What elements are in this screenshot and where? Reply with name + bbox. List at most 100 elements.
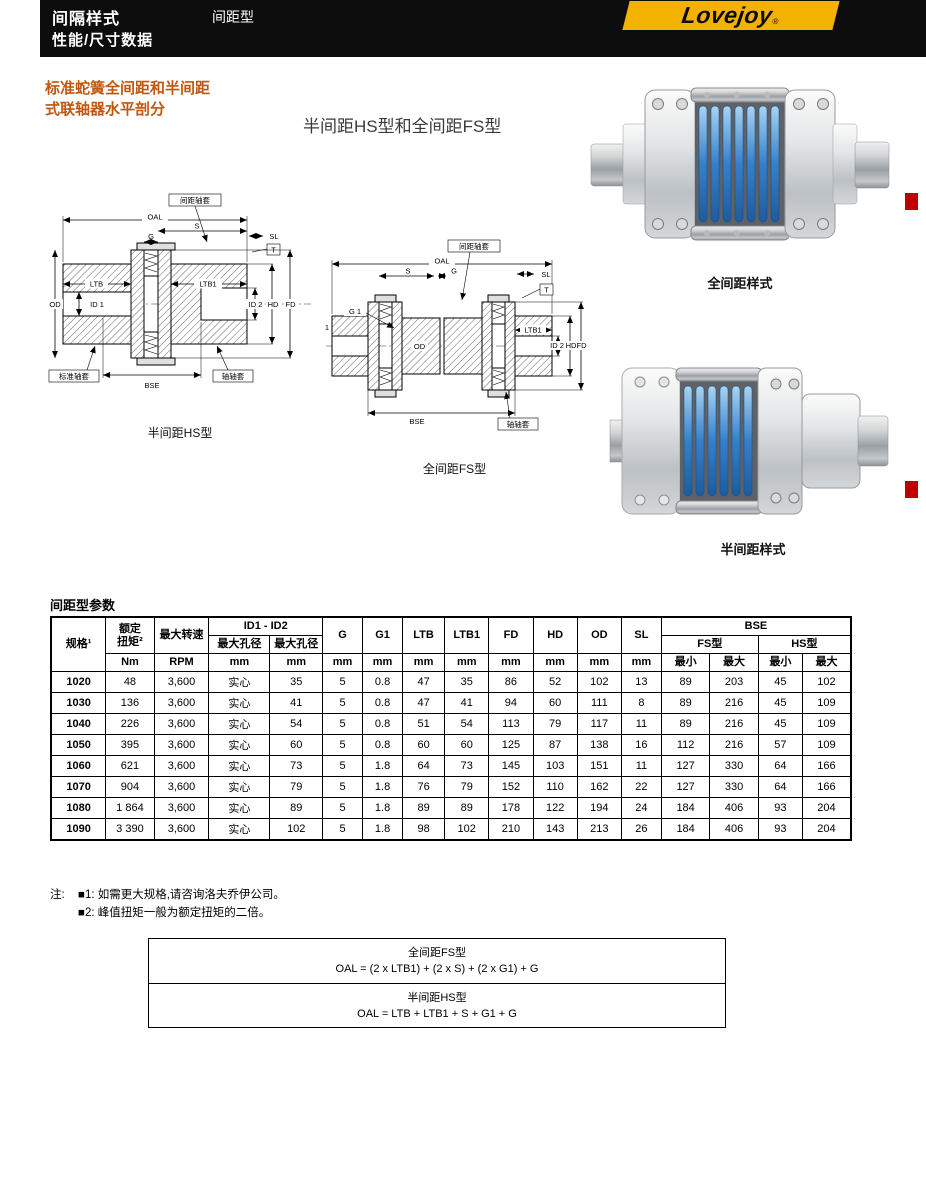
col-header-ltb: LTB: [402, 616, 446, 654]
table-cell: 79: [532, 713, 578, 735]
notes: 注: ■1: 如需更大规格,请咨询洛夫乔伊公司。 ■2: 峰值扭矩一般为额定扭矩…: [50, 886, 285, 922]
dim-label-od: OD: [49, 300, 61, 309]
unit-mm: mm: [488, 653, 534, 672]
table-cell: 1.8: [362, 797, 404, 819]
table-cell: 226: [105, 713, 155, 735]
table-cell: 98: [402, 818, 446, 841]
page-title: 间隔样式: [52, 11, 121, 28]
col-header-torque-line1: 额定: [118, 622, 141, 635]
table-cell: 406: [709, 797, 759, 819]
table-cell: 8: [620, 692, 662, 714]
table-cell: 138: [576, 734, 622, 756]
dim-label-bse: BSE: [409, 417, 424, 426]
table-cell: 3,600: [153, 755, 210, 777]
col-header-g: G: [322, 616, 364, 654]
table-cell: 3 390: [105, 818, 155, 841]
table-cell: 406: [709, 818, 759, 841]
full-spacer-coupling-photo: [590, 87, 890, 241]
table-cell: 194: [576, 797, 622, 819]
callout-spacer-hub: 间距轴套: [459, 241, 489, 251]
table-cell: 330: [709, 755, 759, 777]
table-cell: 109: [801, 713, 852, 735]
table-cell: 5: [322, 755, 364, 777]
table-cell: 93: [757, 797, 803, 819]
dim-label-sl: SL: [269, 232, 278, 241]
table-cell: 0.8: [362, 692, 404, 714]
dim-label-oal: OAL: [434, 257, 449, 266]
table-cell: 73: [444, 755, 490, 777]
table-cell: 213: [576, 818, 622, 841]
table-cell: 145: [488, 755, 534, 777]
table-cell: 109: [801, 692, 852, 714]
table-cell: 117: [576, 713, 622, 735]
table-cell: 127: [660, 755, 711, 777]
table-cell: 实心: [208, 692, 271, 714]
table-cell: 22: [620, 776, 662, 798]
callout-shaft-hub: 轴轴套: [222, 371, 245, 381]
table-cell: 162: [576, 776, 622, 798]
table-cell: 0.8: [362, 713, 404, 735]
fs-formula-title: 全间距FS型: [407, 947, 467, 959]
dim-label-hd: HD: [268, 300, 279, 309]
table-cell: 1090: [50, 818, 107, 841]
table-cell: 122: [532, 797, 578, 819]
unit-min: 最小: [757, 653, 803, 672]
dim-label-id2: ID 2: [550, 341, 564, 350]
hs-formula-title: 半间距HS型: [407, 992, 467, 1004]
table-cell: 实心: [208, 755, 271, 777]
table-cell: 5: [322, 692, 364, 714]
dim-label-ltb1: LTB1: [524, 326, 541, 335]
unit-mm: mm: [576, 653, 622, 672]
callout-spacer-hub: 间距轴套: [180, 195, 210, 205]
logo-text: Lovejoy: [680, 2, 775, 28]
dim-label-ltb: LTB: [90, 280, 103, 289]
formula-box: 全间距FS型 OAL = (2 x LTB1) + (2 x S) + (2 x…: [148, 938, 726, 1028]
full-spacer-photo-caption: 全间距样式: [707, 276, 773, 291]
table-cell: 89: [660, 713, 711, 735]
table-cell: 47: [402, 671, 446, 693]
col-header-bore1: 最大孔径: [208, 635, 271, 654]
table-cell: 5: [322, 671, 364, 693]
col-header-fd: FD: [488, 616, 534, 654]
table-cell: 5: [322, 713, 364, 735]
table-cell: 330: [709, 776, 759, 798]
table-cell: 203: [709, 671, 759, 693]
note-prefix: 注:: [50, 889, 65, 901]
table-cell: 41: [444, 692, 490, 714]
table-cell: 89: [660, 692, 711, 714]
table-cell: 11: [620, 713, 662, 735]
col-header-torque-line2: 扭矩²: [117, 635, 143, 648]
dim-label-one: 1: [325, 323, 329, 332]
dim-label-g: G: [451, 267, 457, 276]
full-spacer-photo-block: 全间距样式: [585, 64, 895, 292]
lovejoy-logo: Lovejoy ®: [622, 1, 840, 30]
table-cell: 111: [576, 692, 622, 714]
table-cell: 60: [444, 734, 490, 756]
half-spacer-photo-caption: 半间距样式: [720, 542, 786, 557]
table-cell: 89: [444, 797, 490, 819]
table-cell: 3,600: [153, 797, 210, 819]
table-cell: 127: [660, 776, 711, 798]
table-cell: 57: [757, 734, 803, 756]
table-cell: 60: [532, 692, 578, 714]
col-header-torque: 额定 扭矩²: [105, 616, 155, 654]
page-edge-marker: [905, 193, 918, 210]
table-cell: 64: [757, 776, 803, 798]
section-heading-line1: 标准蛇簧全间距和半间距: [45, 80, 211, 97]
unit-mm: mm: [362, 653, 404, 672]
table-cell: 178: [488, 797, 534, 819]
unit-max: 最大: [801, 653, 852, 672]
fs-diagram-block: OAL S G SL T 间距轴套 1 G 1 LTB1: [322, 238, 587, 477]
col-header-g1: G1: [362, 616, 404, 654]
table-cell: 89: [269, 797, 324, 819]
registered-mark-icon: ®: [772, 17, 780, 26]
fs-cross-section-diagram: OAL S G SL T 间距轴套 1 G 1 LTB1: [325, 239, 587, 431]
dim-label-od: OD: [414, 342, 426, 351]
hs-cross-section-diagram: OAL S G SL T 间距轴套 LTB LTB1: [47, 193, 311, 390]
section-heading-line2: 式联轴器水平剖分: [45, 101, 166, 118]
